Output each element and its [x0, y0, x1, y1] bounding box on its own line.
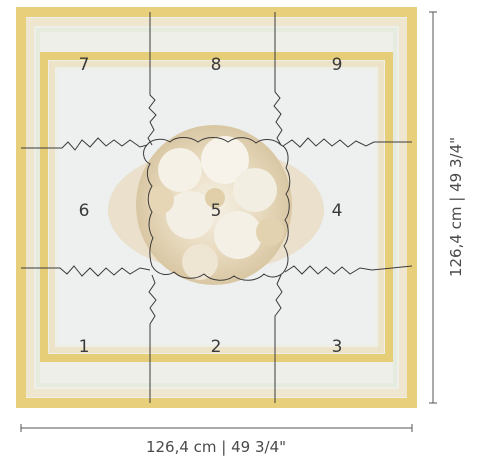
cut-line-left-bottom: [21, 265, 151, 277]
pale-green-band: [36, 28, 397, 387]
height-dimension-label: 126,4 cm | 49 3/4": [447, 137, 465, 277]
cut-line-right-bottom: [284, 265, 413, 275]
piece-number-4: 4: [332, 201, 343, 221]
cut-line-right-top: [282, 137, 412, 148]
width-dimension: [20, 424, 413, 432]
mosaic-panel: [16, 7, 417, 408]
piece-number-8: 8: [211, 55, 222, 75]
piece-number-3: 3: [332, 337, 343, 357]
piece-number-5: 5: [211, 201, 222, 221]
piece-number-7: 7: [79, 55, 90, 75]
cut-line-bottom-left: [148, 274, 157, 403]
width-dimension-label: 126,4 cm | 49 3/4": [146, 438, 286, 456]
cut-lines: [21, 12, 413, 403]
piece-number-1: 1: [79, 337, 90, 357]
piece-number-2: 2: [211, 337, 222, 357]
cream-border: [26, 18, 407, 397]
outer-gold-border: [16, 7, 417, 408]
inner-cream-border: [49, 61, 384, 353]
height-dimension: [429, 11, 437, 404]
piece-number-9: 9: [332, 55, 343, 75]
inner-gold-border: [40, 52, 393, 362]
piece-numbers: 7 8 9 6 5 4 1 2 3: [79, 55, 343, 357]
cut-line-left-top: [21, 137, 148, 151]
cut-line-bottom-right: [274, 274, 283, 403]
cut-line-top-right: [273, 12, 283, 146]
flower-bouquet: [108, 125, 324, 285]
piece-number-6: 6: [79, 201, 90, 221]
center-piece-outline: [143, 137, 291, 281]
cut-line-top-left: [147, 12, 157, 146]
